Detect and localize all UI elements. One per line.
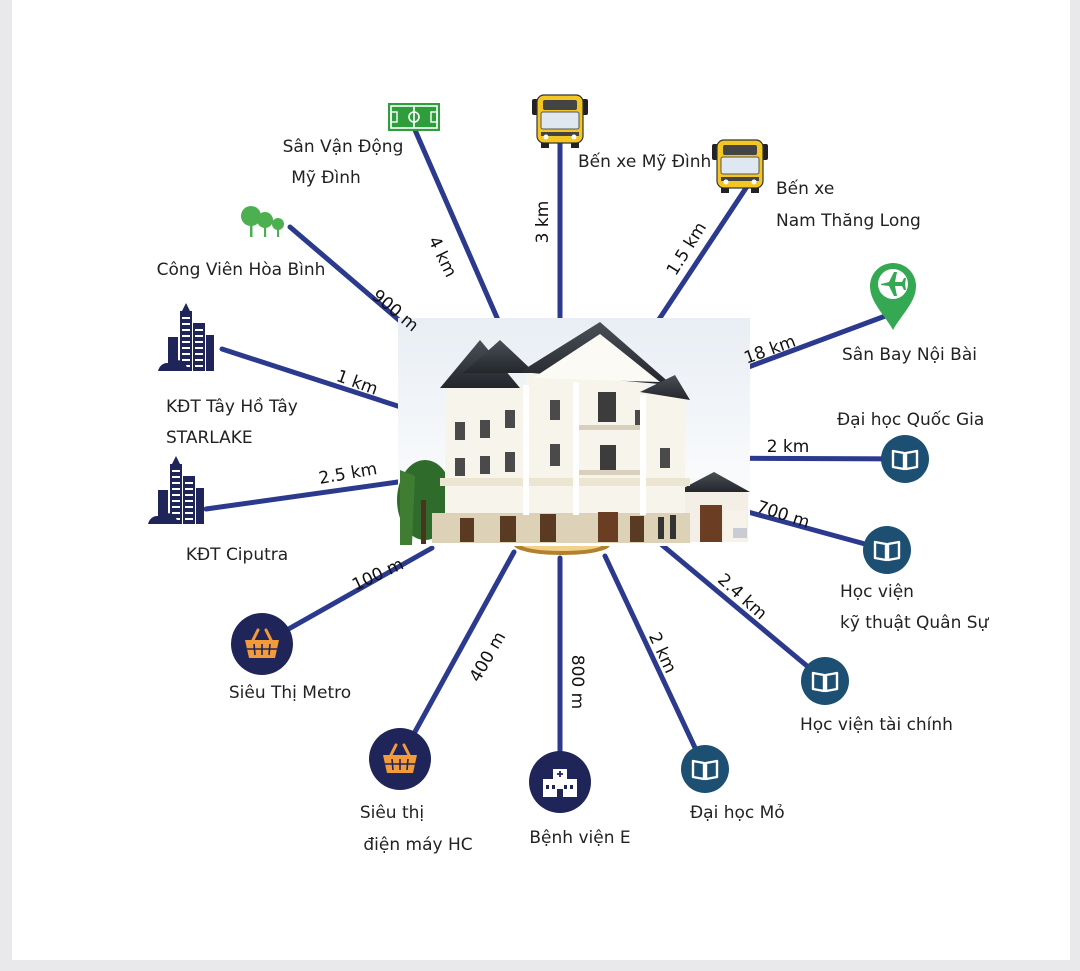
bus-icon [712, 139, 768, 193]
label-sieu-thi-dien-may-hc-2: điện máy HC [363, 835, 472, 855]
distance-cong-vien-hoa-binh: 900 m [368, 286, 423, 336]
connector-sieu-thi-dien-may-hc [397, 549, 517, 762]
node-sieu-thi-dien-may-hc: Siêu thị điện máy HC 400 m [360, 628, 510, 855]
bus-icon [532, 94, 588, 148]
label-hoc-vien-ky-thuat-quan-su-1: Học viện [840, 582, 914, 602]
destination-nodes: Sân Vận Động Mỹ Đình 4 km Bến xe Mỹ Đình 3 k… [148, 94, 990, 855]
node-sieu-thi-metro: Siêu Thị Metro 100 m [229, 554, 407, 703]
label-hoc-vien-tai-chinh: Học viện tài chính [800, 715, 953, 735]
node-dai-hoc-quoc-gia: Đại học Quốc Gia 2 km [767, 409, 984, 483]
distance-san-van-dong: 4 km [424, 233, 461, 280]
label-sieu-thi-dien-may-hc-1: Siêu thị [360, 803, 424, 823]
connector-san-van-dong [412, 127, 515, 355]
book-icon [681, 745, 729, 793]
label-san-bay-noi-bai: Sân Bay Nội Bài [842, 345, 977, 365]
distance-ben-xe-my-dinh: 3 km [533, 201, 553, 244]
book-icon [801, 657, 849, 705]
label-kdt-tay-ho-tay-1: KĐT Tây Hồ Tây [166, 396, 298, 417]
basket-icon [231, 613, 293, 675]
connector-lines [203, 127, 908, 785]
connector-hoc-vien-ky-thuat-quan-su [745, 509, 890, 553]
park-icon [241, 206, 284, 237]
label-kdt-tay-ho-tay-2: STARLAKE [166, 428, 253, 448]
basket-icon [369, 728, 431, 790]
label-dai-hoc-mo: Đại học Mỏ [690, 803, 785, 823]
label-sieu-thi-metro: Siêu Thị Metro [229, 683, 351, 703]
label-benh-vien-e: Bệnh viện E [529, 828, 630, 848]
label-kdt-ciputra: KĐT Ciputra [186, 545, 288, 565]
distance-sieu-thi-dien-may-hc: 400 m [466, 628, 511, 685]
city-icon [148, 456, 204, 524]
label-ben-xe-nam-thang-long-2: Nam Thăng Long [776, 211, 921, 231]
label-ben-xe-nam-thang-long-1: Bến xe [776, 178, 834, 199]
label-ben-xe-my-dinh: Bến xe Mỹ Đình [578, 151, 711, 172]
node-benh-vien-e: Bệnh viện E 800 m [529, 655, 631, 848]
connector-hoc-vien-tai-chinh [659, 542, 828, 684]
label-dai-hoc-quoc-gia: Đại học Quốc Gia [837, 409, 984, 430]
city-icon [158, 303, 214, 371]
node-dai-hoc-mo: Đại học Mỏ2 km [644, 629, 785, 823]
stadium-icon [388, 103, 440, 131]
node-san-bay-noi-bai: Sân Bay Nội Bài 18 km [741, 263, 977, 369]
book-icon [863, 526, 911, 574]
airport-pin-icon [870, 263, 916, 330]
connector-sieu-thi-metro [259, 545, 435, 647]
label-cong-vien-hoa-binh: Công Viên Hòa Bình [157, 260, 326, 280]
hospital-icon [529, 751, 591, 813]
label-hoc-vien-ky-thuat-quan-su-2: kỹ thuật Quân Sự [840, 613, 990, 633]
villa-image [397, 318, 750, 555]
node-hoc-vien-ky-thuat-quan-su: Học viện kỹ thuật Quân Sự 700 m [754, 497, 990, 633]
node-ben-xe-my-dinh: Bến xe Mỹ Đình 3 km [532, 94, 711, 244]
label-san-van-dong-1: Sân Vận Động [283, 137, 404, 157]
book-icon [881, 435, 929, 483]
connector-kdt-ciputra [203, 479, 401, 512]
distance-sieu-thi-metro: 100 m [349, 554, 407, 595]
distance-san-bay-noi-bai: 18 km [741, 331, 798, 368]
connector-dai-hoc-mo [602, 553, 708, 772]
distance-benh-vien-e: 800 m [567, 655, 587, 709]
distance-dai-hoc-quoc-gia: 2 km [767, 437, 810, 457]
label-san-van-dong-2: Mỹ Đình [291, 168, 361, 188]
node-san-van-dong: Sân Vận Động Mỹ Đình 4 km [283, 103, 461, 281]
distance-hoc-vien-ky-thuat-quan-su: 700 m [754, 497, 812, 533]
